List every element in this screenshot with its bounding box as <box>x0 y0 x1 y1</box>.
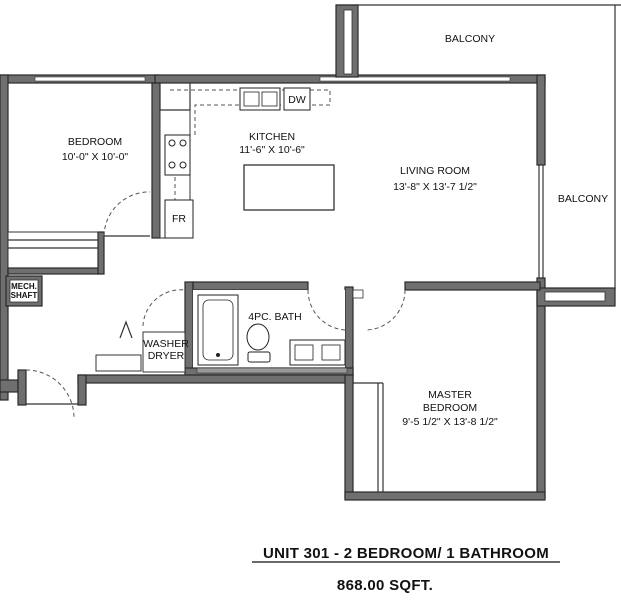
interior-wall <box>7 267 101 275</box>
toilet-tank <box>247 351 271 363</box>
balcony-wall <box>544 291 606 302</box>
kitchen-island <box>243 164 335 211</box>
interior-wall <box>192 281 309 291</box>
master-bedroom-label-2: BEDROOM <box>423 402 477 414</box>
unit-area: 868.00 SQFT. <box>337 577 433 594</box>
washer-label: WASHER <box>143 338 189 350</box>
sink-bowl <box>243 91 260 107</box>
balcony-right-label: BALCONY <box>558 193 608 205</box>
kitchen-size: 11'-6" X 10'-6" <box>239 144 305 156</box>
bedroom-size: 10'-0" X 10'-0" <box>62 151 129 163</box>
balcony-top-label: BALCONY <box>445 33 495 45</box>
exterior-wall <box>0 379 19 393</box>
dryer-label: DRYER <box>148 350 185 362</box>
door-jamb <box>352 289 364 299</box>
washer-dryer <box>142 331 186 373</box>
living-room-size: 13'-8" X 13'-7 1/2" <box>393 181 477 193</box>
bedroom-label: BEDROOM <box>68 136 122 148</box>
door-swing <box>25 369 75 419</box>
window <box>34 76 146 82</box>
bath-threshold <box>196 367 348 374</box>
kitchen-label: KITCHEN <box>249 131 295 143</box>
fridge <box>164 199 194 239</box>
unit-title: UNIT 301 - 2 BEDROOM/ 1 BATHROOM <box>263 545 549 562</box>
bath-label: 4PC. BATH <box>248 311 301 323</box>
living-room-label: LIVING ROOM <box>400 165 470 177</box>
exterior-wall <box>0 74 9 401</box>
exterior-wall <box>536 74 546 166</box>
interior-wall <box>17 369 27 406</box>
burner <box>179 139 187 147</box>
interior-wall <box>344 286 354 376</box>
window <box>319 76 511 82</box>
interior-wall <box>151 82 161 239</box>
balcony-wall <box>343 9 353 75</box>
exterior-wall <box>536 277 546 499</box>
mech-shaft <box>9 279 39 303</box>
door-swing <box>103 191 151 237</box>
stove <box>164 134 191 176</box>
interior-wall <box>77 374 354 384</box>
mech-shaft-label-2: SHAFT <box>11 291 38 300</box>
dishwasher-label: DW <box>288 94 306 106</box>
bathtub-basin <box>202 299 234 361</box>
shelf <box>95 354 142 372</box>
interior-wall <box>97 231 105 275</box>
closet <box>7 231 101 271</box>
door-swing <box>307 289 346 331</box>
burner <box>179 161 187 169</box>
toilet <box>246 323 270 351</box>
interior-wall <box>404 281 541 291</box>
sink-bowl <box>261 91 278 107</box>
mech-shaft-label: MECH. <box>11 282 37 291</box>
interior-wall <box>344 374 354 499</box>
bathtub-drain <box>216 353 220 357</box>
door-swing <box>364 289 406 331</box>
master-bedroom-label: MASTER <box>428 389 472 401</box>
exterior-wall <box>344 491 546 501</box>
interior-wall <box>184 281 194 373</box>
kitchen-counter <box>160 83 191 111</box>
interior-wall <box>77 374 87 406</box>
sink-bowl <box>321 344 341 361</box>
dishwasher <box>283 87 311 111</box>
burner <box>168 139 176 147</box>
sink-bowl <box>294 344 314 361</box>
fridge-label: FR <box>172 213 186 225</box>
door-leaf <box>119 320 133 339</box>
master-bedroom-size: 9'-5 1/2" X 13'-8 1/2" <box>402 416 498 428</box>
door-swing <box>142 289 186 327</box>
burner <box>168 161 176 169</box>
